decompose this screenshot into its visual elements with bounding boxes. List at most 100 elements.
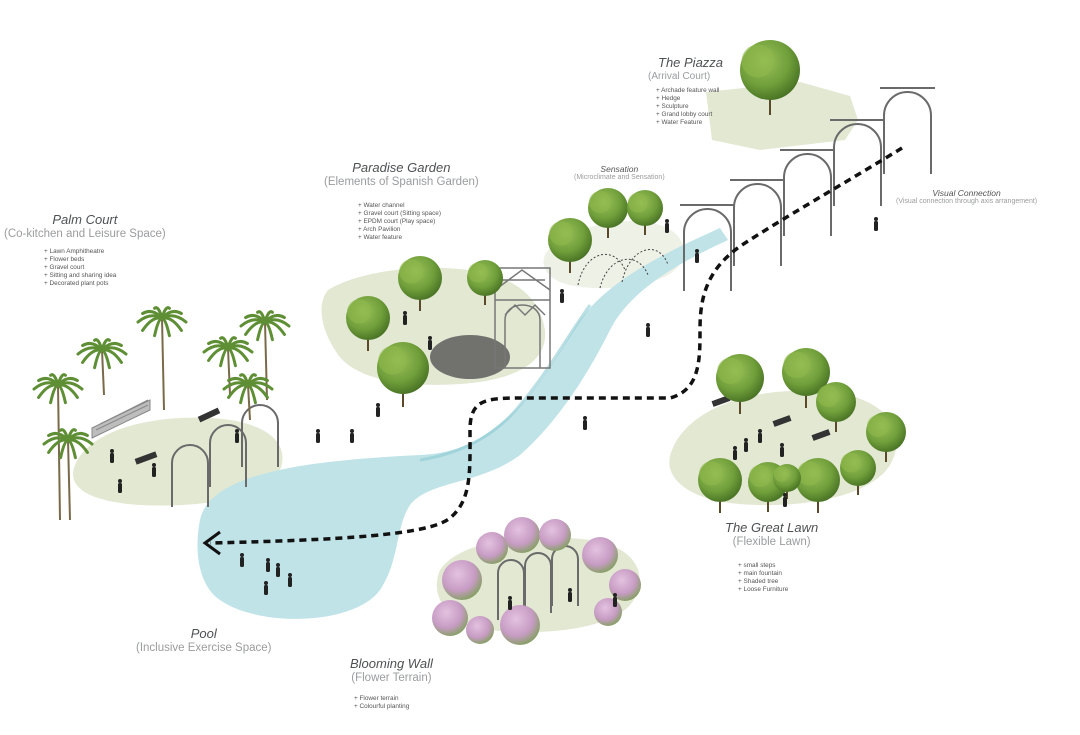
- flower-shrub: [476, 532, 508, 564]
- gravel-court: [430, 335, 510, 379]
- tree-canopy-highlight: [867, 415, 889, 437]
- feature-item: Sculpture: [656, 103, 723, 111]
- person-head: [316, 429, 320, 433]
- person-head: [266, 558, 270, 562]
- person-head: [758, 429, 762, 433]
- palm-frond: [160, 309, 183, 320]
- palm-frond: [59, 438, 70, 460]
- arch: [883, 91, 932, 174]
- benches: [134, 395, 831, 465]
- piazza-subtitle: (Arrival Court): [648, 71, 711, 82]
- blooming-wall-title: Blooming Wall: [350, 656, 433, 671]
- person-head: [874, 217, 878, 221]
- arch: [524, 552, 552, 613]
- tree-canopy-highlight: [840, 452, 861, 473]
- tree-canopy-highlight: [589, 191, 611, 213]
- person-body: [110, 453, 114, 463]
- person-body: [428, 340, 432, 350]
- feature-item: EPDM court (Play space): [358, 218, 441, 226]
- person-body: [152, 467, 156, 477]
- channel-highlight: [419, 304, 592, 462]
- tree-canopy-highlight: [627, 192, 648, 213]
- feature-item: Colourful planting: [354, 703, 410, 711]
- paradise-garden-subtitle: (Elements of Spanish Garden): [324, 176, 479, 188]
- palm-frond: [93, 348, 104, 370]
- feature-item: Archade feature wall: [656, 87, 723, 95]
- palm-trunk: [161, 317, 165, 411]
- sensation-spray-arcs: [577, 249, 669, 289]
- visual-connection-label: Visual Connection (Visual connection thr…: [896, 188, 1037, 205]
- palm-trees: [32, 306, 291, 521]
- palm-trunk: [67, 439, 71, 521]
- path-arrowhead: [202, 530, 221, 556]
- person-body: [874, 221, 878, 231]
- piazza-feature-list: Archade feature wallHedgeSculptureGrand …: [656, 87, 723, 127]
- paradise-garden-feature-list: Water channelGravel court (Sitting space…: [358, 202, 441, 242]
- sensation-title: Sensation: [600, 164, 639, 174]
- feature-item: Sitting and sharing idea: [44, 272, 117, 280]
- person-body: [758, 433, 762, 443]
- piazza-arcade-wall: [680, 87, 935, 291]
- palm-frond: [100, 341, 123, 352]
- person-head: [276, 563, 280, 567]
- person-head: [264, 581, 268, 585]
- person-head: [403, 311, 407, 315]
- tree-canopy-highlight: [817, 385, 839, 407]
- palm-trunk: [247, 384, 251, 421]
- person-head: [744, 438, 748, 442]
- person-body: [264, 585, 268, 595]
- paradise-garden-title: Paradise Garden: [352, 160, 451, 175]
- person-head: [350, 429, 354, 433]
- pool-title: Pool: [190, 626, 217, 641]
- arch: [833, 123, 882, 206]
- blooming-wall-feature-list: Flower terrainColourful planting: [354, 695, 410, 711]
- person-body: [350, 433, 354, 443]
- palm-court-label: Palm Court (Co-kitchen and Leisure Space…: [4, 212, 166, 240]
- sensation-label: Sensation (Microclimate and Sensation): [574, 164, 665, 181]
- flower-shrub: [500, 605, 540, 645]
- person-head: [235, 429, 239, 433]
- flower-shrub: [466, 616, 494, 644]
- palm-court-arches: [171, 404, 279, 507]
- person-body: [665, 223, 669, 233]
- person-body: [695, 253, 699, 263]
- flower-shrub: [609, 569, 641, 601]
- person-body: [568, 592, 572, 602]
- water-features: [197, 228, 729, 619]
- feature-item: Arch Pavilion: [358, 226, 441, 234]
- arch: [209, 424, 247, 487]
- feature-item: Water feature: [358, 234, 441, 242]
- tree-canopy-highlight: [699, 461, 724, 486]
- person-body: [780, 447, 784, 457]
- tree-canopy-highlight: [741, 44, 775, 78]
- feature-item: Gravel court (Sitting space): [358, 210, 441, 218]
- great-lawn-subtitle: (Flexible Lawn): [732, 536, 811, 548]
- piazza-title: The Piazza: [658, 55, 724, 70]
- person-head: [695, 249, 699, 253]
- visual-connection-subtitle: (Visual connection through axis arrangem…: [896, 198, 1038, 205]
- feature-item: Flower beds: [44, 256, 116, 264]
- tree-canopy-highlight: [773, 466, 790, 482]
- blooming-wall-subtitle: (Flower Terrain): [351, 672, 432, 684]
- palm-court-title: Palm Court: [52, 212, 118, 227]
- piazza-lawn: [706, 82, 858, 150]
- feature-item: Water Feature: [656, 119, 723, 127]
- flower-shrub: [504, 517, 540, 553]
- great-lawn-title: The Great Lawn: [725, 520, 819, 535]
- amphitheatre: [91, 399, 151, 439]
- feature-item: Gravel court: [44, 264, 116, 272]
- person-head: [583, 416, 587, 420]
- person-body: [376, 407, 380, 417]
- pool-water: [197, 228, 729, 619]
- person-body: [316, 433, 320, 443]
- person-body: [403, 315, 407, 325]
- feature-item: Grand lobby court: [656, 111, 723, 119]
- person-body: [733, 450, 737, 460]
- flower-shrub: [539, 519, 571, 551]
- tree-canopy-highlight: [717, 357, 744, 384]
- palm-trunk: [101, 349, 105, 396]
- palm-court-feature-list: Lawn AmphitheatreFlower bedsGravel court…: [44, 248, 117, 288]
- arch-pavilion: [494, 267, 551, 369]
- palm-frond: [49, 383, 60, 405]
- person-body: [235, 433, 239, 443]
